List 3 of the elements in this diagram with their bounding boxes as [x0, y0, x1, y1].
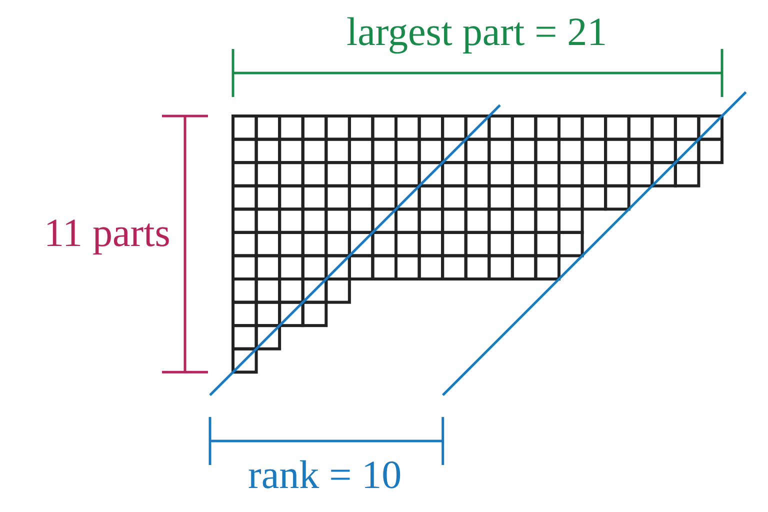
dimension-label: largest part = 21: [346, 10, 608, 54]
dimension-label: rank = 10: [248, 453, 402, 497]
dimension-label: 11 parts: [44, 211, 170, 255]
